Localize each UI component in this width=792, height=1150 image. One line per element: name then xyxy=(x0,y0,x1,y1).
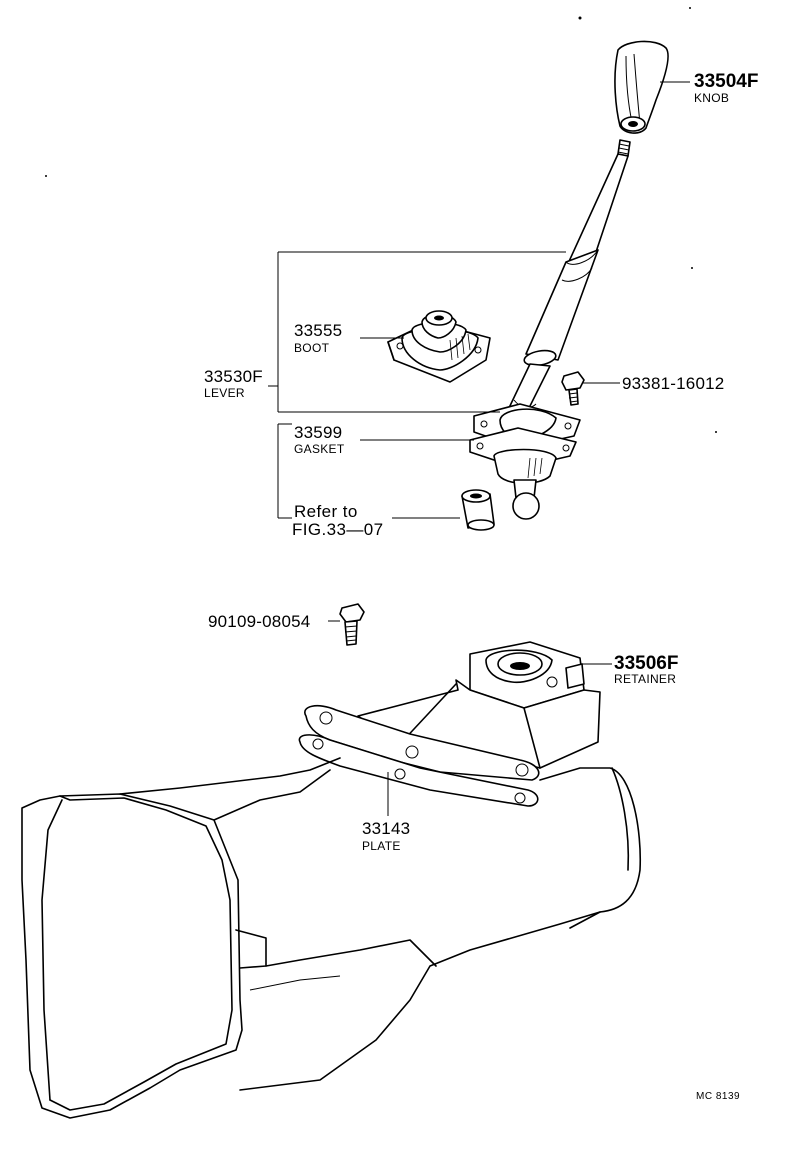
retainer-part-number: 33506F xyxy=(614,653,679,674)
scan-specks xyxy=(45,7,717,433)
leader-lines xyxy=(268,81,690,816)
plate-part-name: PLATE xyxy=(362,839,401,853)
bolt-retainer-drawing xyxy=(339,603,365,646)
bolt-lever-drawing xyxy=(561,371,585,406)
gasket-part-name: GASKET xyxy=(294,442,345,456)
plate-part-number: 33143 xyxy=(362,819,411,838)
boot-part-number: 33555 xyxy=(294,321,343,340)
diagram-code: MC 8139 xyxy=(696,1091,741,1102)
bushing-drawing xyxy=(461,489,495,531)
plate-drawing xyxy=(298,704,540,807)
lever-part-number: 33530F xyxy=(204,367,263,386)
gasket-part-number: 33599 xyxy=(294,423,343,442)
knob-part-number: 33504F xyxy=(694,71,759,92)
shift-knob-drawing xyxy=(614,40,669,134)
lever-part-name: LEVER xyxy=(204,386,245,400)
bolt-lever-part-number: 93381-16012 xyxy=(622,374,725,393)
boot-drawing xyxy=(387,310,491,383)
lever-base-drawing xyxy=(469,403,581,520)
reference-line-2: FIG.33—07 xyxy=(292,520,384,539)
bolt-retainer-part-number: 90109-08054 xyxy=(208,612,311,631)
boot-part-name: BOOT xyxy=(294,341,330,355)
transmission-case-drawing xyxy=(21,757,642,1119)
knob-part-name: KNOB xyxy=(694,91,730,105)
retainer-part-name: RETAINER xyxy=(614,672,677,686)
shift-lever-drawing xyxy=(507,139,631,415)
reference-line-1: Refer to xyxy=(294,502,358,521)
retainer-drawing xyxy=(357,641,601,769)
